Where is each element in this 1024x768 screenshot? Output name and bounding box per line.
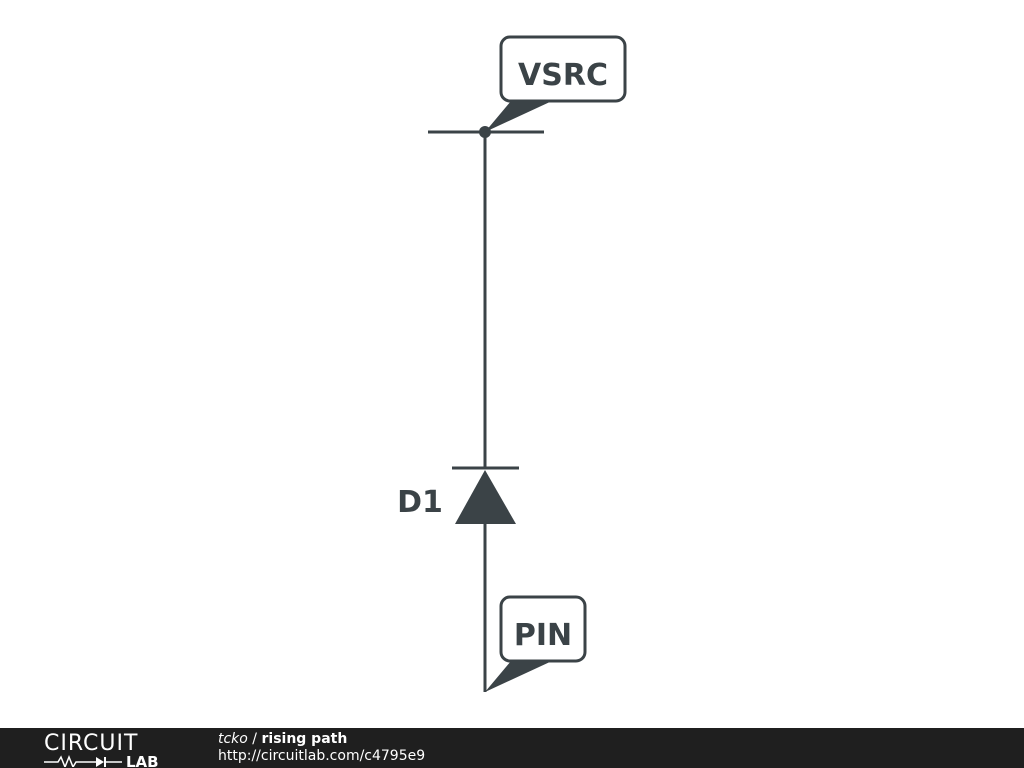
diode-d1-label: D1 [397, 485, 443, 520]
net-label-pin[interactable]: PIN [485, 595, 587, 692]
net-label-pin-box [499, 595, 587, 663]
logo-diode-icon [96, 757, 104, 767]
footer-info: tcko / rising path http://circuitlab.com… [218, 731, 425, 765]
logo-text-lab: LAB [126, 753, 159, 767]
logo-resistor-icon [44, 754, 96, 767]
circuit-title[interactable]: rising path [261, 731, 348, 747]
footer-bar: CIRCUIT LAB tcko / rising path http://ci… [0, 728, 1024, 768]
net-label-pin-text: PIN [514, 618, 572, 653]
title-separator: / [247, 731, 262, 747]
diode-triangle [455, 470, 516, 524]
circuitlab-logo[interactable]: CIRCUIT LAB [44, 731, 174, 767]
circuit-url-link[interactable]: http://circuitlab.com/c4795e9 [218, 748, 426, 764]
diode-d1[interactable] [452, 466, 519, 524]
schematic-diagram: D1 VSRC PIN [397, 35, 627, 692]
net-label-vsrc-text: VSRC [518, 58, 608, 93]
author-name[interactable]: tcko [218, 731, 248, 747]
net-label-vsrc-pointer [485, 101, 552, 132]
net-label-vsrc[interactable]: VSRC [485, 35, 627, 132]
net-label-pin-pointer [485, 661, 552, 692]
logo-text-circuit: CIRCUIT [44, 731, 138, 756]
net-label-vsrc-box [499, 35, 627, 103]
